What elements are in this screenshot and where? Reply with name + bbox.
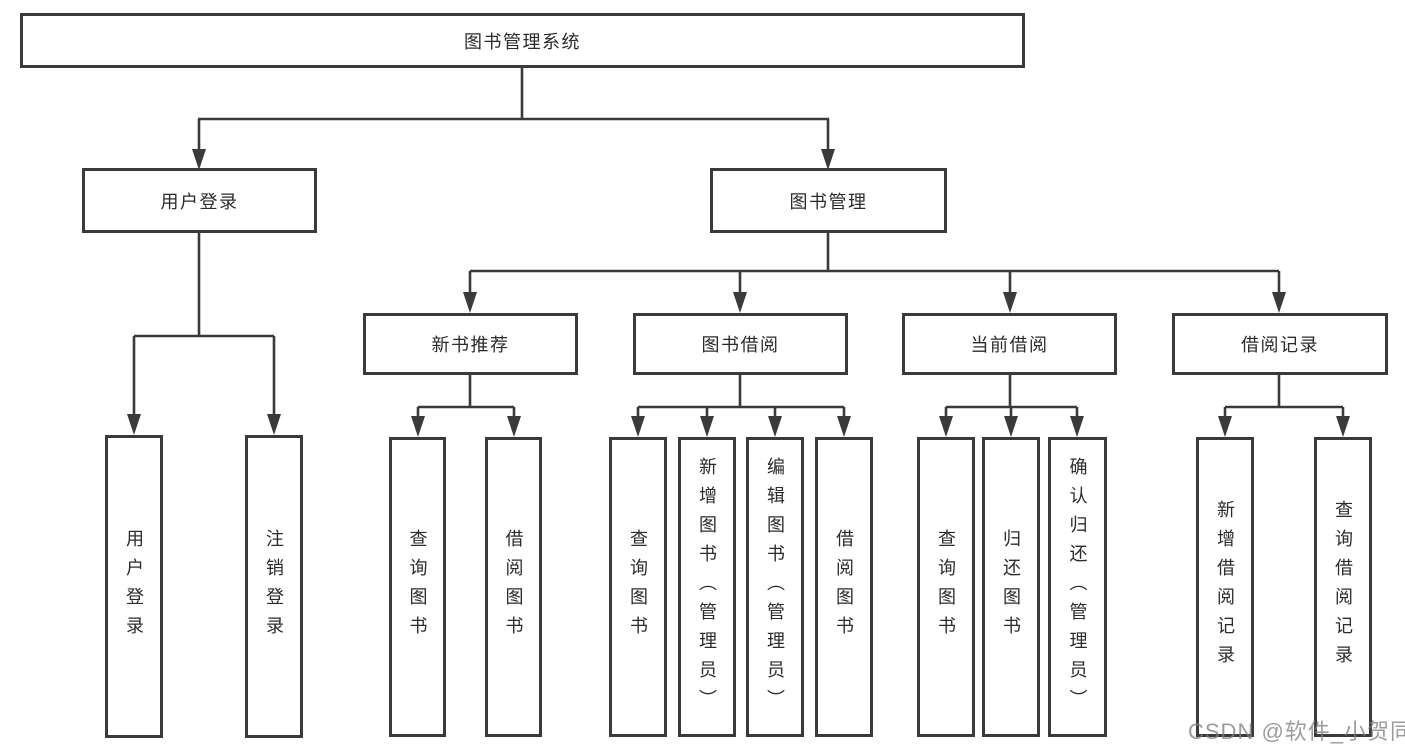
leaf-current-query-book: 查询图书 [917, 437, 975, 737]
leaf-add-book-admin: 新增图书（管理员） [678, 437, 736, 737]
node-borrow-records: 借阅记录 [1172, 313, 1388, 375]
node-root-system: 图书管理系统 [20, 13, 1025, 68]
leaf-logout: 注销登录 [245, 435, 303, 738]
leaf-borrow-book: 借阅图书 [815, 437, 873, 737]
leaf-borrow-query-book: 查询图书 [609, 437, 667, 737]
leaf-edit-book-admin: 编辑图书（管理员） [746, 437, 804, 737]
node-new-book-recommend: 新书推荐 [363, 313, 578, 375]
tree-edges [132, 68, 1345, 418]
node-user-login: 用户登录 [82, 168, 317, 233]
leaf-return-book: 归还图书 [982, 437, 1040, 737]
leaf-user-login: 用户登录 [105, 435, 163, 738]
leaf-query-borrow-record: 查询借阅记录 [1314, 437, 1372, 737]
leaf-add-borrow-record: 新增借阅记录 [1196, 437, 1254, 737]
node-current-borrow: 当前借阅 [902, 313, 1117, 375]
csdn-watermark: CSDN @软件_小贺同学 [1188, 719, 1405, 744]
leaf-confirm-return-admin: 确认归还（管理员） [1048, 437, 1107, 737]
leaf-recommend-borrow-book: 借阅图书 [485, 437, 542, 737]
node-book-management: 图书管理 [710, 168, 947, 233]
node-book-borrow: 图书借阅 [633, 313, 848, 375]
arrow-down-icons [127, 149, 1350, 437]
leaf-recommend-query-book: 查询图书 [389, 437, 446, 737]
